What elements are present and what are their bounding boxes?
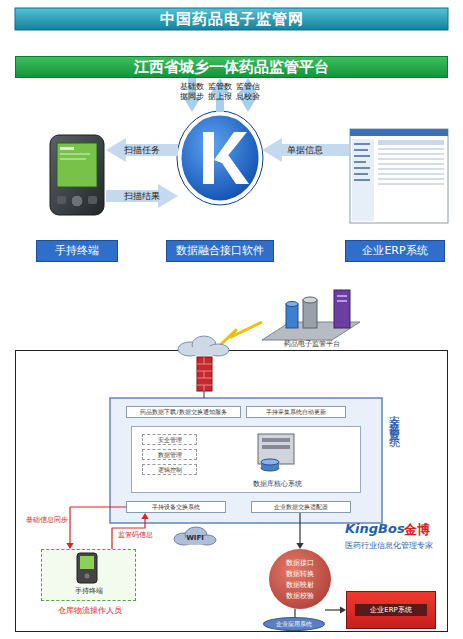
edge-label: 监管数据上报 — [207, 82, 233, 102]
exchange-box: 企业数据交换适配器 — [251, 501, 351, 513]
node-text: 企业应用系统 — [264, 618, 324, 630]
service-box: 药品数据下载/数据交换通知服务 — [126, 406, 241, 418]
enterprise-erp-box: 企业ERP系统 — [346, 591, 436, 629]
data-circle: 数据接口数据转换数据映射数据校验 — [269, 549, 331, 609]
node-text: 数据管理 — [143, 450, 196, 459]
node-text: 安全交换前置系统 — [385, 406, 401, 430]
node-text: 逻辑控制 — [143, 465, 196, 474]
node-text: 数据校验 — [269, 591, 331, 601]
edge-label: 监管码信息 — [115, 531, 155, 540]
node-text: 数据转换 — [269, 569, 331, 579]
arrow-head — [141, 513, 148, 519]
edge-label: 监管信息校验 — [235, 82, 261, 102]
module-box: 安全管理 — [142, 434, 197, 445]
node-text: 企业数据交换适配器 — [252, 502, 350, 512]
connector — [106, 138, 178, 162]
inner-panel — [110, 398, 382, 523]
warehouse-handheld-box: 手持终端仓库物流操作人员 — [41, 549, 136, 601]
network-cloud — [178, 336, 229, 356]
arrow-head — [106, 138, 126, 162]
node-text: 药品电子监管平台 — [262, 340, 362, 349]
node-text: 手持设备交换系统 — [127, 502, 225, 512]
node-text: 手持终端 — [42, 586, 135, 596]
handheld-device — [50, 135, 104, 215]
interface-software-node: 数据融合接口软件 — [178, 112, 262, 205]
platform-band: 江西省城乡一体药品监管平台 — [15, 56, 448, 78]
brand-slogan: 医药行业信息化管理专家 — [345, 541, 450, 551]
k-logo — [177, 111, 263, 205]
connector — [296, 513, 303, 549]
brand-name: 金博 — [404, 521, 444, 539]
connector — [66, 507, 126, 549]
connector — [106, 184, 178, 208]
edge-label: 单据信息 — [275, 144, 335, 156]
handheld-icon — [77, 553, 97, 583]
node-text: 数据融合接口软件 — [166, 240, 274, 262]
service-box: 手持采集系统自动更新 — [246, 406, 346, 418]
node-text: 安全管理 — [143, 435, 196, 444]
erp-node: 企业ERP系统 — [349, 128, 449, 224]
arrow-head — [340, 606, 346, 613]
edge-label: 基础数据同步 — [179, 82, 205, 102]
connector-line — [294, 609, 295, 617]
connector-line — [215, 322, 262, 350]
module-box: 数据管理 — [142, 449, 197, 460]
edge-label: 扫描结果 — [112, 190, 172, 202]
core-system-panel: 数据库核心系统 安全管理数据管理逻辑控制 — [131, 426, 361, 493]
node-text: 手持终端 — [36, 240, 118, 262]
connector — [295, 609, 296, 617]
node-text: 企业ERP系统 — [345, 240, 445, 262]
node-text: 数据映射 — [269, 580, 331, 590]
supervision-server-node: 药品电子监管平台 — [262, 296, 362, 348]
connector-line — [299, 513, 300, 544]
brand-name: KingBos — [345, 521, 405, 536]
edge-label: 扫描任务 — [112, 144, 172, 156]
connector-line — [325, 609, 341, 610]
node-text: 企业ERP系统 — [355, 604, 427, 616]
title-text: 中国药品电子监管网 — [15, 8, 448, 30]
node-text: 数据库核心系统 — [227, 479, 327, 489]
module-box: 逻辑控制 — [142, 464, 197, 475]
erp-screenshot — [350, 129, 448, 223]
arrow-head — [66, 543, 73, 549]
firewall — [197, 357, 212, 398]
app-oval: 企业应用系统 — [263, 617, 325, 631]
wifi-cloud — [174, 527, 216, 545]
connector — [325, 606, 346, 613]
exchange-box: 手持设备交换系统 — [126, 501, 226, 513]
arrow-head — [296, 543, 303, 549]
wifi-label: WIFI — [178, 534, 212, 542]
edge-label: 基础信息同步 — [26, 516, 68, 525]
node-text: 药品数据下载/数据交换通知服务 — [127, 407, 240, 417]
node-text: 数据接口 — [269, 558, 331, 568]
arrow-head — [262, 138, 282, 162]
node-text: 仓库物流操作人员 — [32, 605, 147, 616]
server-platform — [262, 290, 360, 340]
node-text: 江西省城乡一体药品监管平台 — [16, 57, 447, 77]
handheld-node: 手持终端 — [48, 133, 106, 217]
arrow-head — [158, 184, 178, 208]
core-server-icon — [258, 434, 294, 471]
connector — [215, 322, 262, 350]
front-system-frame: 安全交换前置系统 药品数据下载/数据交换通知服务手持采集系统自动更新数据库核心系统… — [15, 350, 448, 632]
node-text: 手持采集系统自动更新 — [247, 407, 345, 417]
title-band — [15, 8, 448, 30]
connector — [262, 138, 349, 162]
